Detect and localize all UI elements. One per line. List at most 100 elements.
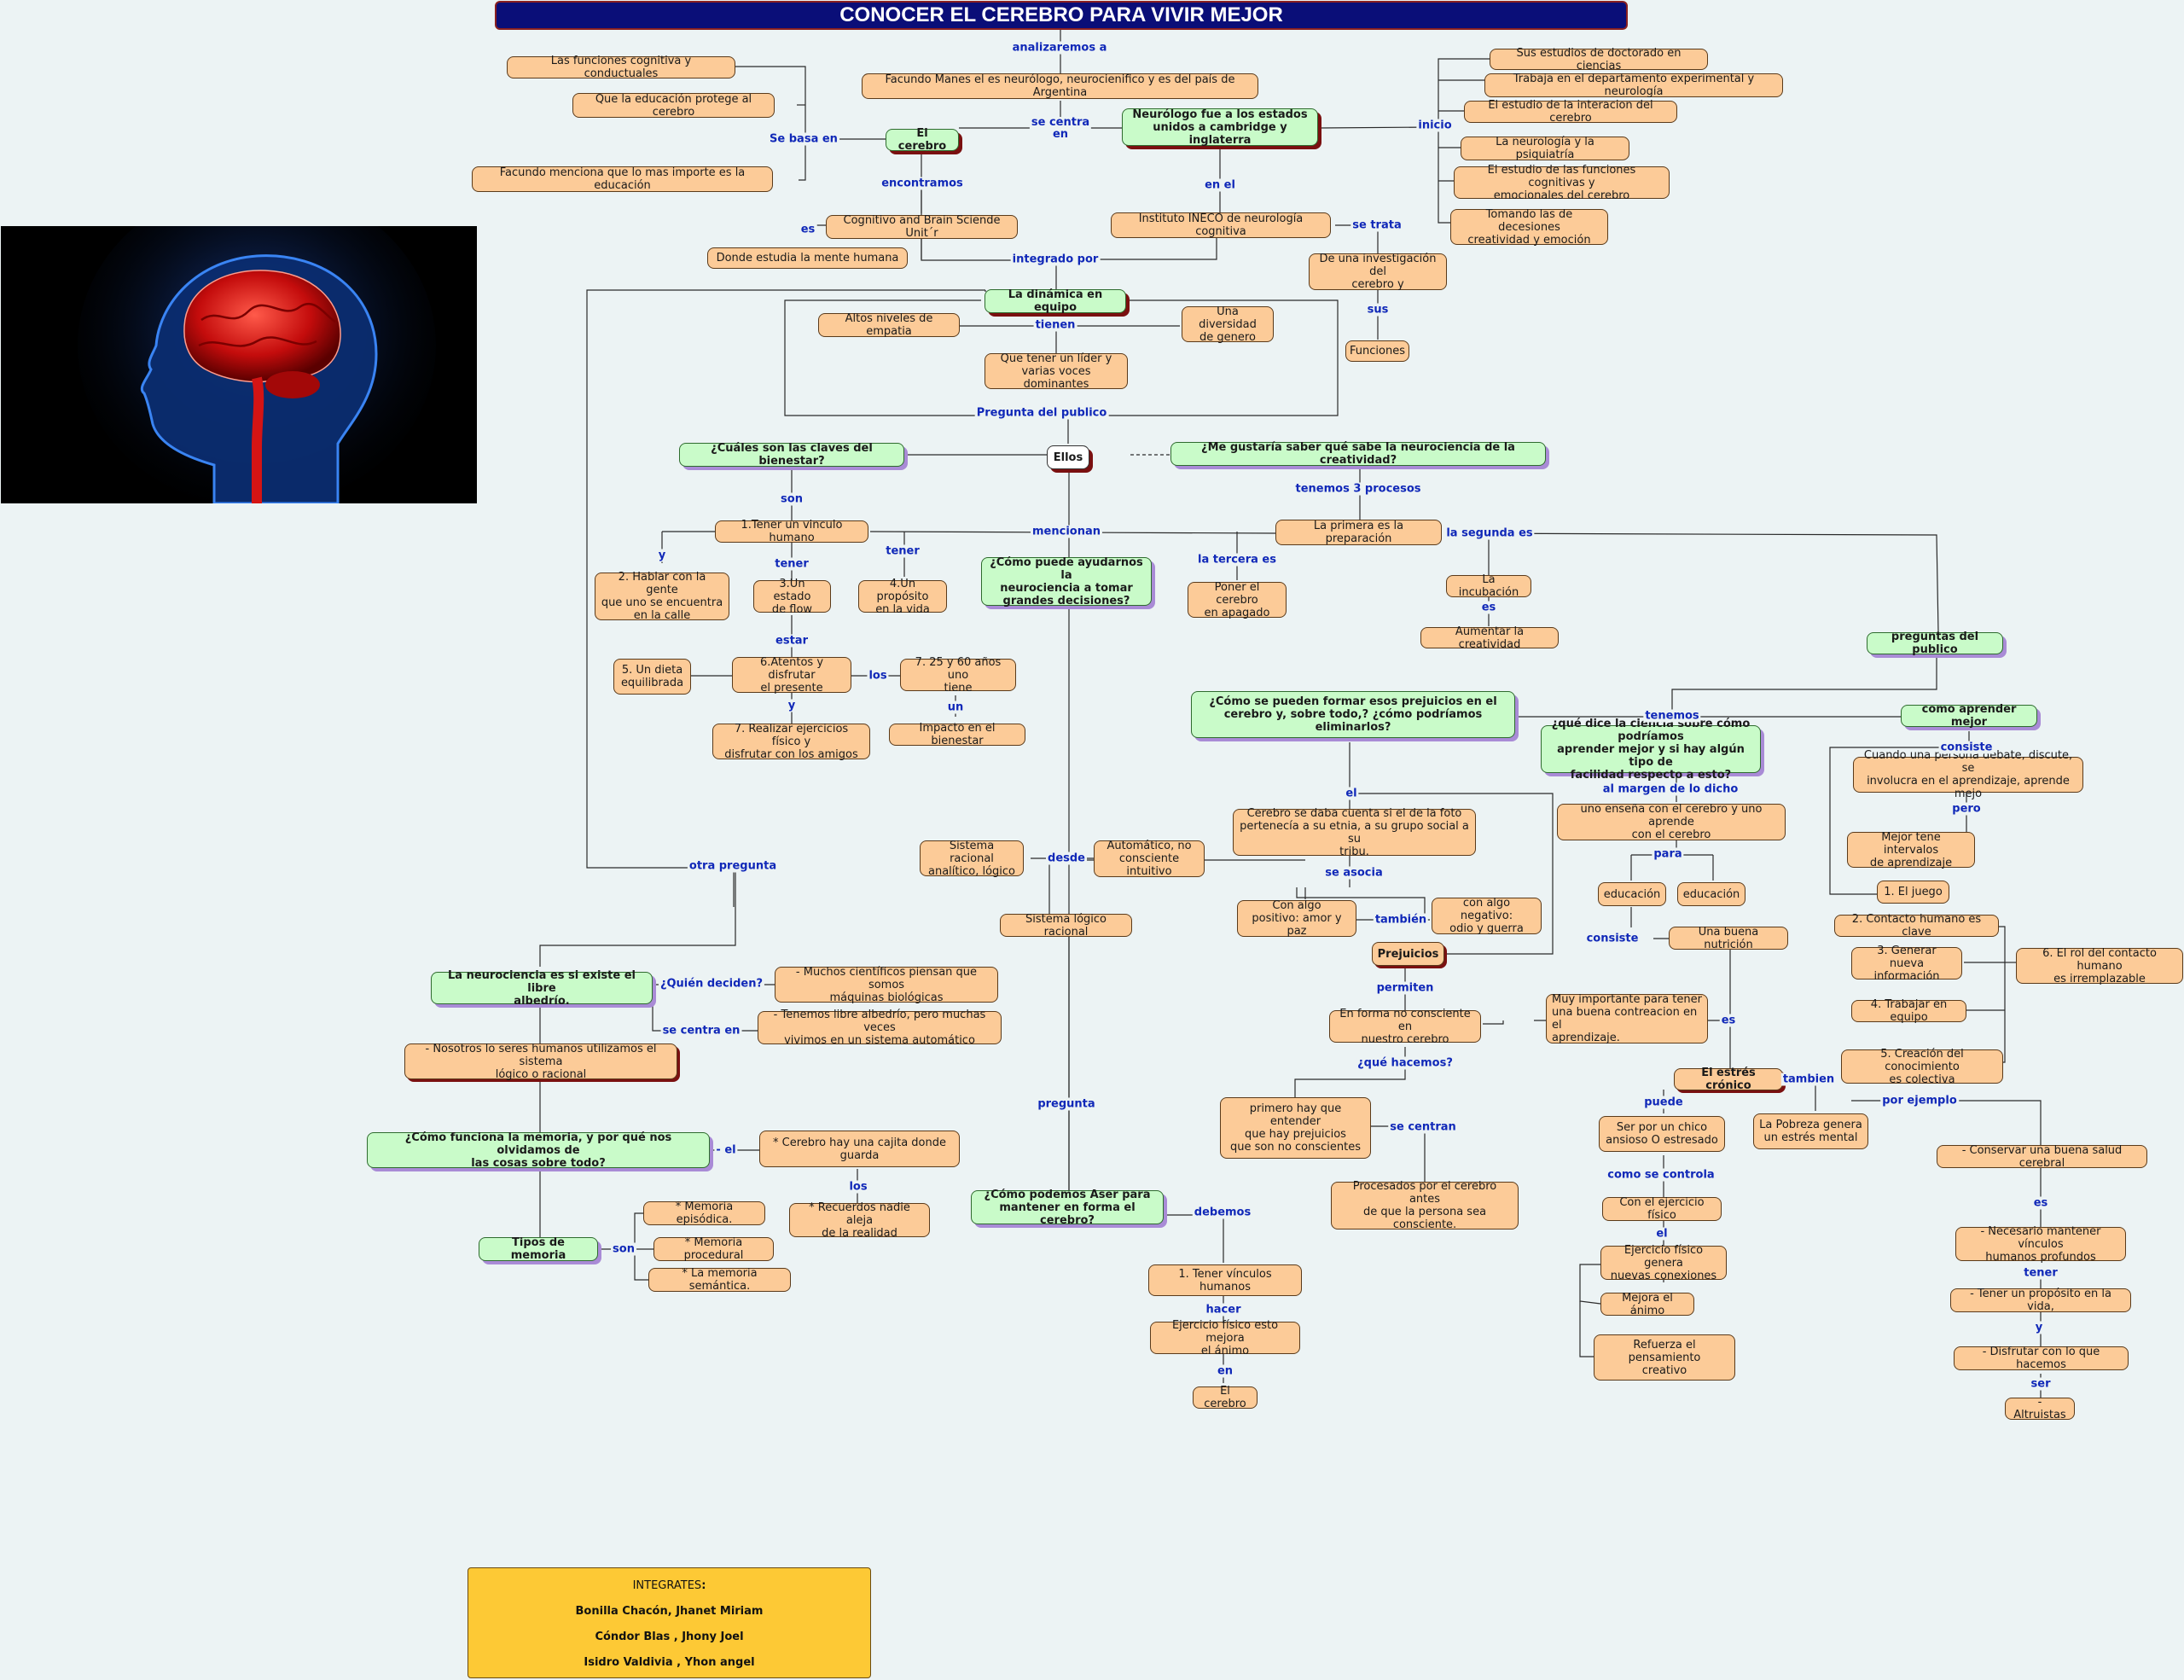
node-departamento[interactable]: Trabaja en el departamento experimental … [1484, 73, 1783, 98]
node-el-juego[interactable]: 1. El juego [1877, 881, 1949, 904]
node-cognitivo-brain[interactable]: Cognitivo and Brain Sciende Unit´r [826, 214, 1018, 240]
node-proposito[interactable]: 4.Un propósito en la vida [858, 578, 947, 616]
link-label: los [867, 669, 889, 683]
link-label: el [1344, 787, 1359, 800]
node-aprender-ciencia[interactable]: ¿qué dice la ciencia sobre cómo podríamo… [1541, 718, 1761, 782]
node-doctorado[interactable]: Sus estudios de doctorado en ciencias [1490, 47, 1708, 73]
link-label: es [1479, 601, 1498, 614]
brain-icon [1, 226, 477, 503]
node-educacion-2[interactable]: educación [1677, 882, 1745, 906]
node-pobreza[interactable]: La Pobreza genera un estrés mental [1753, 1113, 1868, 1149]
node-preguntas-publico[interactable]: preguntas del publico [1867, 631, 2003, 656]
node-nueva-informacion[interactable]: 3. Generar nueva información [1851, 945, 1962, 983]
node-facundo-manes[interactable]: Facundo Manes el es neurólogo, neurocien… [862, 73, 1258, 99]
node-funciones-cognitivas[interactable]: Las funciones cognitiva y conductuales [507, 55, 735, 80]
node-educacion-1[interactable]: educación [1598, 882, 1666, 906]
node-concentracion[interactable]: Muy importante para tener una buena cont… [1546, 993, 1708, 1044]
node-ellos[interactable]: Ellos [1047, 445, 1089, 469]
node-preparacion[interactable]: La primera es la preparación [1275, 520, 1442, 545]
node-seres-humanos-logico[interactable]: - Nosotros lo seres humanos utilizamos e… [404, 1043, 677, 1081]
node-memoria-episodica[interactable]: * Memoria episódica. [643, 1200, 765, 1226]
node-hablar-gente[interactable]: 2. Hablar con la gente que uno se encuen… [595, 571, 729, 622]
node-interaccion[interactable]: El estudio de la interacion del cerebro [1464, 99, 1677, 125]
node-vinculos-humanos[interactable]: 1. Tener vínculos humanos [1148, 1264, 1302, 1296]
node-tipos-memoria[interactable]: Tipos de memoria [479, 1236, 598, 1262]
node-salud-cerebral[interactable]: - Conservar una buena salud cerebral [1937, 1144, 2147, 1170]
node-ineco[interactable]: Instituto INECO de neurología cognitiva [1111, 212, 1331, 238]
node-atentos-presente[interactable]: 6.Atentos y disfrutar el presente [732, 656, 851, 695]
node-altruistas[interactable]: - Altruistas [2005, 1396, 2075, 1421]
node-ejercicio-fisico[interactable]: Con el ejercicio físico [1602, 1196, 1722, 1222]
node-dinamica-equipo[interactable]: La dinámica en equipo [985, 288, 1126, 314]
node-el-cerebro[interactable]: El cerebro [886, 127, 959, 153]
node-aumentar-creatividad[interactable]: Aumentar la creatividad [1420, 625, 1559, 651]
node-mantener-forma[interactable]: ¿Cómo podemos Aser para mantener en form… [971, 1189, 1164, 1227]
node-ejercicios-amigos[interactable]: 7. Realizar ejercicios físico y disfruta… [712, 723, 870, 761]
node-negativo[interactable]: con algo negativo: odio y guerra [1432, 897, 1542, 935]
node-prejuicios-pregunta[interactable]: ¿Cómo se pueden formar esos prejuicios e… [1191, 691, 1515, 738]
node-sistema-automatico[interactable]: - Tenemos libre albedrío, pero muchas ve… [758, 1009, 1002, 1047]
node-entender-prejuicios[interactable]: primero hay que entender que hay prejuic… [1220, 1097, 1371, 1159]
node-persona-debate[interactable]: Cuando una persona debate, discute, se i… [1853, 749, 2083, 800]
node-educacion-protege[interactable]: Que la educación protege al cerebro [572, 93, 775, 119]
node-estado-flow[interactable]: 3.Un estado de flow [753, 578, 831, 616]
node-empatia[interactable]: Altos niveles de empatia [818, 312, 960, 338]
node-diversidad-genero[interactable]: Una diversidad de genero [1182, 305, 1274, 344]
node-no-consciente[interactable]: En forma no consciente en nuestro cerebr… [1329, 1008, 1481, 1046]
node-creatividad-pregunta[interactable]: ¿Me gustaría saber qué sabe la neurocien… [1170, 441, 1546, 467]
node-vinculo-humano[interactable]: 1.Tener un vinculo humano [715, 519, 868, 544]
node-mente-humana[interactable]: Donde estudia la mente humana [707, 247, 908, 269]
node-incubacion[interactable]: La incubación [1446, 573, 1531, 599]
node-memoria-semantica[interactable]: * La memoria semántica. [648, 1267, 791, 1293]
link-label: y [2033, 1321, 2045, 1334]
node-chico-ansioso[interactable]: Ser por un chico ansioso O estresado [1599, 1116, 1725, 1152]
node-nuevas-conexiones[interactable]: Ejercicio físico genera nuevas conexione… [1600, 1244, 1727, 1282]
node-memoria-pregunta[interactable]: ¿Cómo funciona la memoria, y por qué nos… [367, 1131, 710, 1170]
node-estres-cronico[interactable]: El estrés crónico [1674, 1067, 1783, 1092]
node-intervalos[interactable]: Mejor tene intervalos de aprendizaje [1847, 831, 1975, 869]
node-recuerdos[interactable]: * Recuerdos nadie aleja de la realidad [789, 1201, 930, 1240]
node-pensamiento-creativo[interactable]: Refuerza el pensamiento creativo [1594, 1334, 1735, 1381]
node-claves-bienestar[interactable]: ¿Cuáles son las claves del bienestar? [679, 442, 904, 468]
node-impacto-bienestar[interactable]: Impacto en el bienestar [889, 722, 1025, 747]
node-disfrutar[interactable]: - Disfrutar con lo que hacemos [1954, 1346, 2129, 1371]
node-grandes-decisiones[interactable]: ¿Cómo puede ayudarnos la neurociencia a … [981, 556, 1152, 607]
node-positivo[interactable]: Con algo positivo: amor y paz [1237, 899, 1356, 938]
node-funciones[interactable]: Funciones [1345, 340, 1409, 362]
node-neurologo-eeuu[interactable]: Neurólogo fue a los estados unidos a cam… [1122, 108, 1318, 147]
node-contacto-humano[interactable]: 2. Contacto humano es clave [1834, 913, 1999, 939]
node-ejercicio-animo[interactable]: Ejercicio físico esto mejora el ánimo [1150, 1319, 1300, 1357]
node-mejora-animo[interactable]: Mejora el ánimo [1600, 1292, 1694, 1317]
link-label: pero [1950, 802, 1983, 816]
node-neurologia-psiquiatria[interactable]: La neurología y la psiquiatría [1461, 136, 1629, 161]
node-trabajar-equipo[interactable]: 4. Trabajar en equipo [1851, 998, 1966, 1024]
node-lider[interactable]: Que tener un líder y varias voces domina… [985, 352, 1128, 391]
node-buena-nutricion[interactable]: Una buena nutrición [1669, 926, 1788, 951]
credits-member: Bonilla Chacón, Jhanet Miriam [575, 1605, 764, 1618]
node-libre-albedrio[interactable]: La neurociencia es si existe el libre al… [431, 969, 653, 1008]
node-ensena-aprende[interactable]: uno enseña con el cerebro y uno aprende … [1557, 803, 1786, 841]
node-vinculos-profundos[interactable]: - Necesario mantener vínculos humanos pr… [1955, 1225, 2126, 1264]
node-facundo-educacion[interactable]: Facundo menciona que lo mas importe es l… [472, 166, 773, 192]
node-tener-proposito[interactable]: - Tener un propósito en la vida, [1950, 1288, 2131, 1313]
node-decisiones[interactable]: Tomando las de decesiones creatividad y … [1450, 208, 1608, 247]
node-sistema-racional[interactable]: Sistema racional analítico, lógico [920, 840, 1024, 878]
node-cerebro-apagado[interactable]: Poner el cerebro en apagado [1188, 581, 1287, 619]
node-el-cerebro-final[interactable]: El cerebro [1193, 1385, 1258, 1410]
node-funciones-cognitivas-emocionales[interactable]: El estudio de las funciones cognitivas y… [1454, 164, 1670, 202]
node-procesados[interactable]: Procesados por el cerebro antes de que l… [1331, 1180, 1519, 1231]
node-automatico[interactable]: Automático, no consciente intuitivo [1094, 840, 1205, 878]
link-label: por ejemplo [1880, 1094, 1959, 1107]
node-25-60-anos[interactable]: 7. 25 y 60 años uno tiene [900, 656, 1016, 695]
node-etnia-foto[interactable]: Cerebro se daba cuenta si el de la foto … [1233, 807, 1476, 858]
node-como-aprender-mejor[interactable]: como aprender mejor [1901, 703, 2037, 729]
node-cajita[interactable]: * Cerebro hay una cajita donde guarda [759, 1131, 960, 1167]
node-investigacion[interactable]: De una investigación del cerebro y [1309, 253, 1447, 291]
node-creacion-conocimiento[interactable]: 5. Creación del conocimiento es colectiv… [1841, 1048, 2003, 1086]
node-sistema-logico[interactable]: Sistema lógico racional [1000, 913, 1132, 939]
node-maquinas-biologicas[interactable]: - Muchos científicos piensan que somos m… [775, 966, 998, 1004]
node-rol-contacto[interactable]: 6. El rol del contacto humano es irrempl… [2016, 947, 2183, 985]
node-dieta[interactable]: 5. Un dieta equilibrada [613, 659, 691, 695]
node-memoria-procedural[interactable]: * Memoria procedural [653, 1236, 774, 1262]
node-prejuicios[interactable]: Prejuicios [1372, 942, 1444, 966]
